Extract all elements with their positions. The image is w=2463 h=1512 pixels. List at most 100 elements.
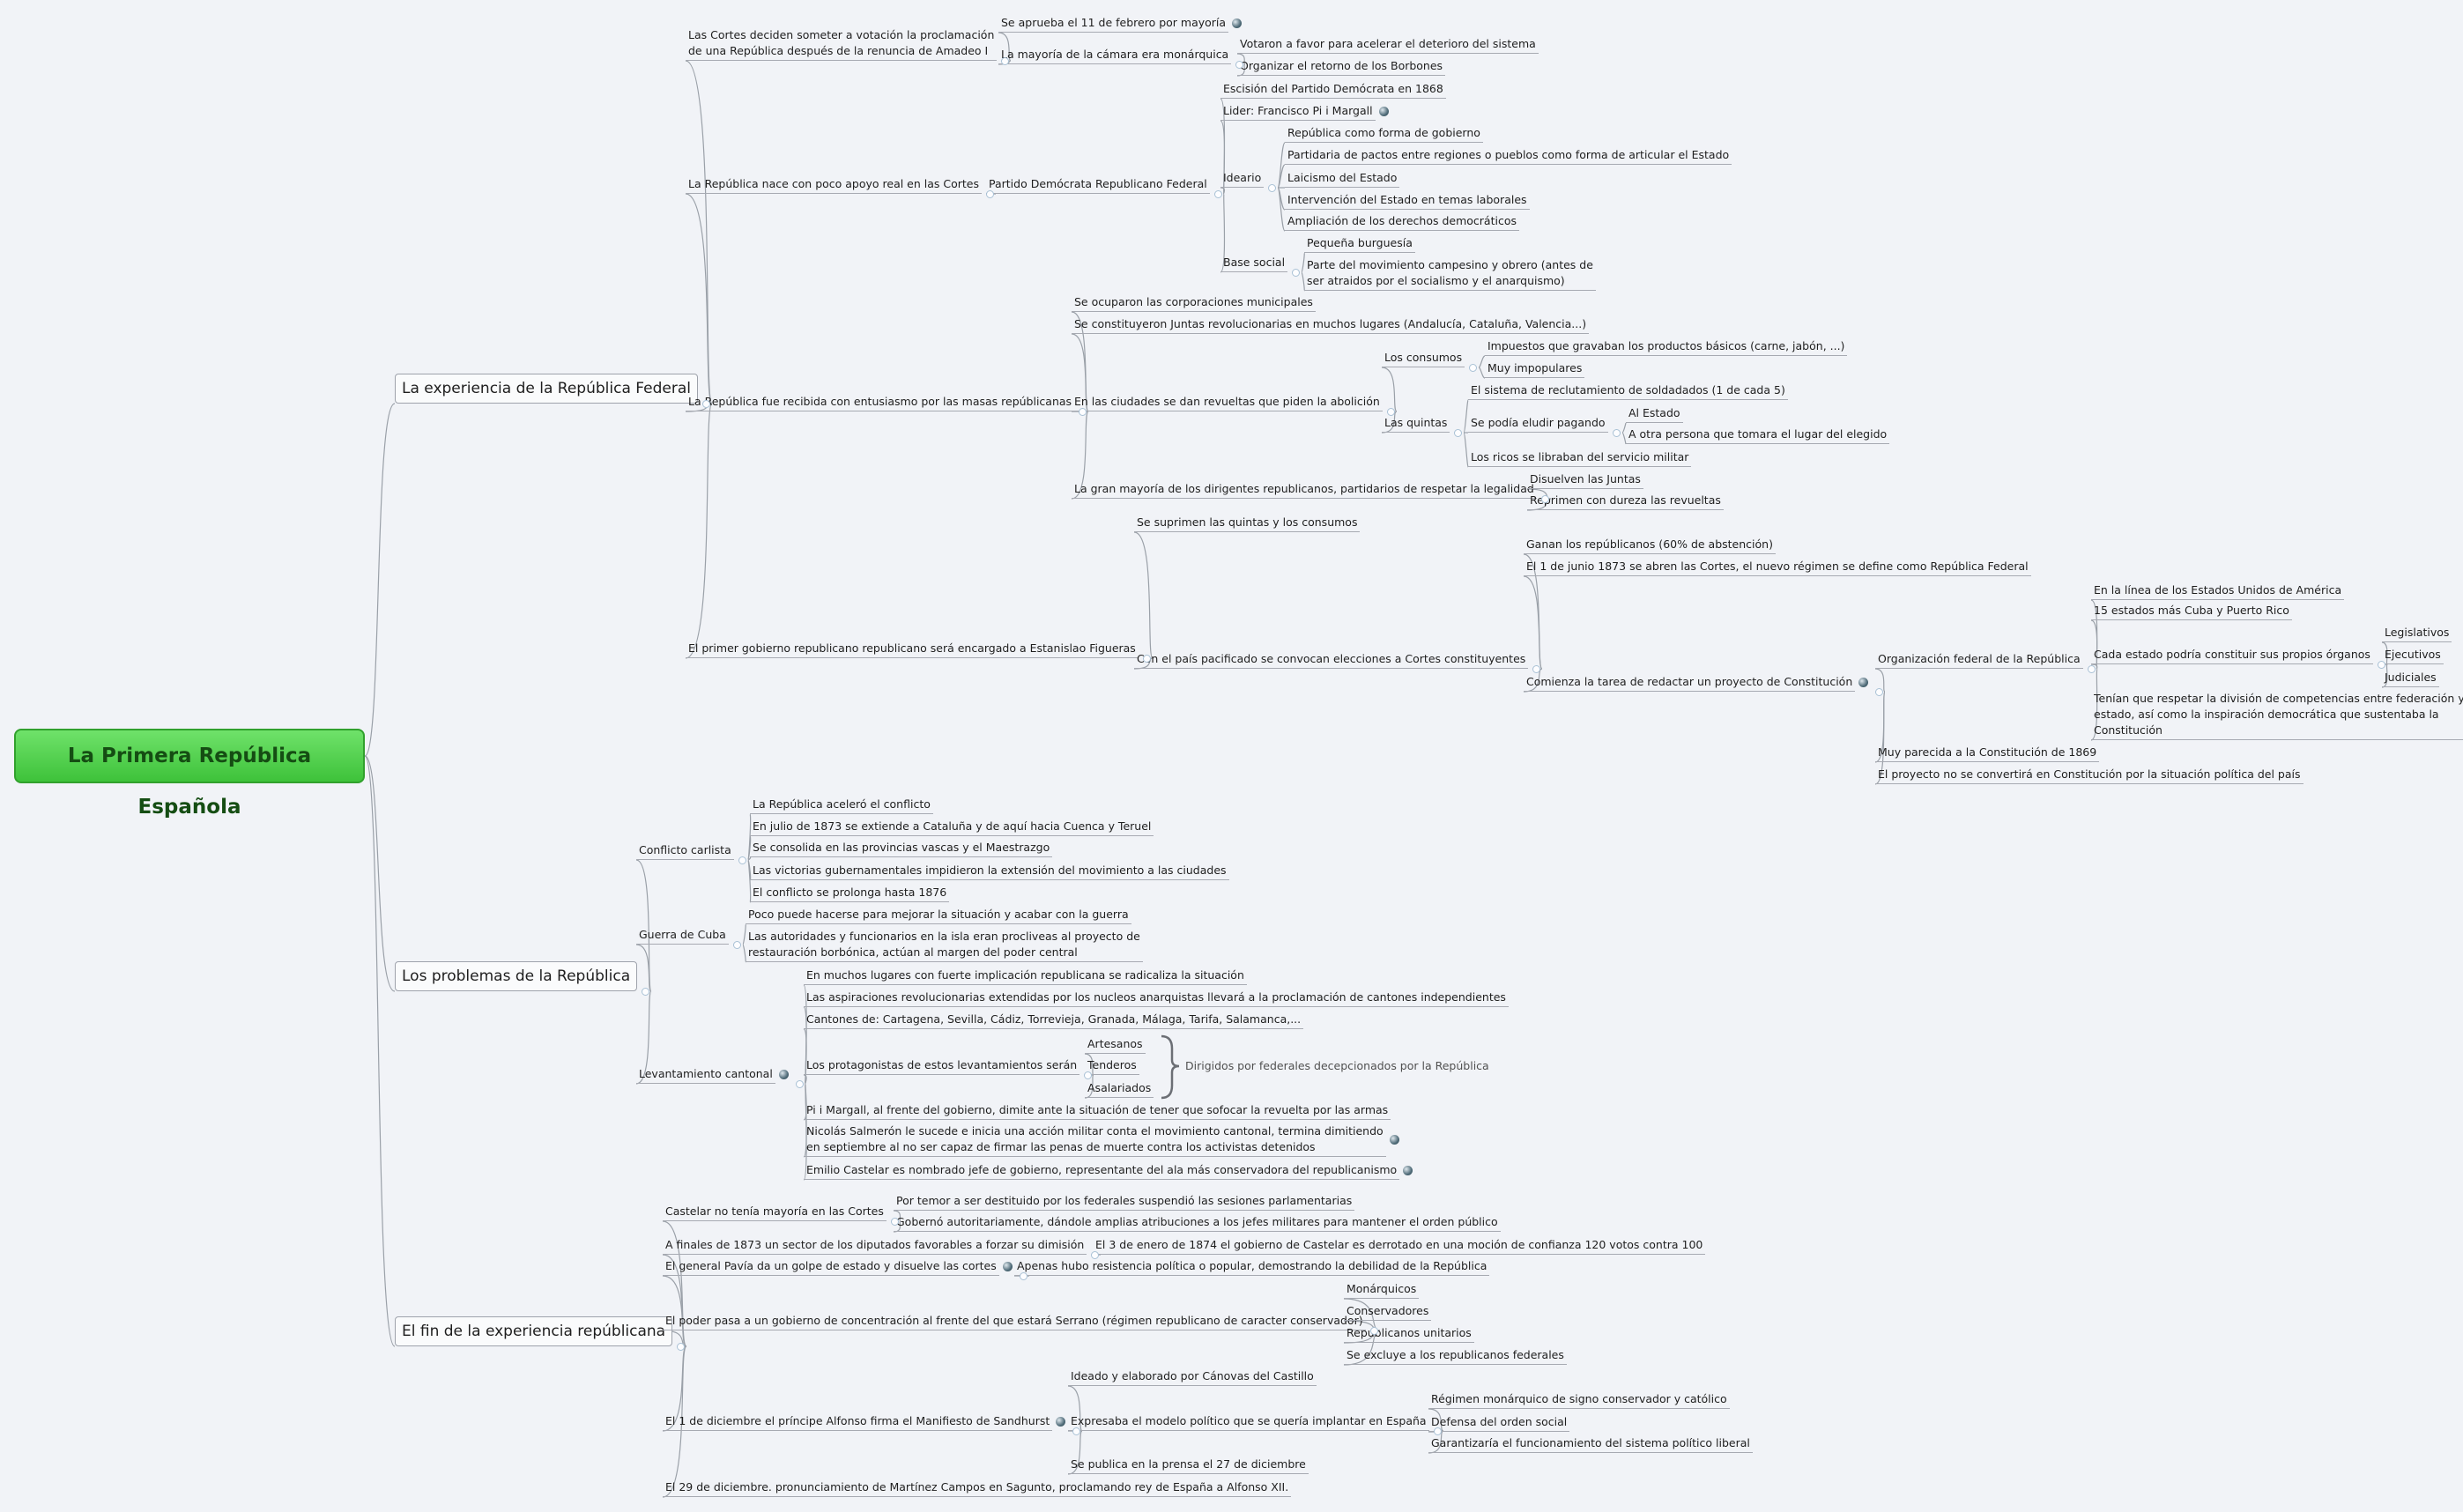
topic-a3a[interactable]: Se ocuparon las corporaciones municipale…: [1072, 294, 1316, 312]
topic-a2a3[interactable]: Ideario: [1220, 170, 1265, 188]
collapse-toggle[interactable]: [1091, 1251, 1099, 1259]
topic-c4d[interactable]: Se excluye a los republicanos federales: [1344, 1347, 1567, 1365]
topic-a4b3a3c[interactable]: Judiciales: [2382, 670, 2439, 687]
collapse-toggle[interactable]: [1370, 1327, 1378, 1335]
topic-a4b3a[interactable]: Organización federal de la República: [1875, 651, 2083, 669]
topic-a3c2b1[interactable]: Al Estado: [1626, 405, 1683, 423]
topic-c1[interactable]: Castelar no tenía mayoría en las Cortes: [663, 1204, 887, 1221]
globe-icon[interactable]: [1379, 107, 1389, 116]
topic-b1d[interactable]: Las victorias gubernamentales impidieron…: [750, 863, 1229, 880]
topic-r1[interactable]: La experiencia de la República Federal: [395, 374, 698, 404]
topic-b3d2[interactable]: Tenderos: [1085, 1057, 1139, 1075]
collapse-toggle[interactable]: [2088, 665, 2096, 673]
collapse-toggle[interactable]: [986, 190, 994, 198]
topic-c3a[interactable]: Apenas hubo resistencia política o popul…: [1014, 1258, 1490, 1276]
topic-a3c2[interactable]: Las quintas: [1382, 415, 1450, 433]
topic-a3c2b[interactable]: Se podía eludir pagando: [1468, 415, 1608, 433]
collapse-toggle[interactable]: [1434, 1427, 1442, 1435]
topic-b1[interactable]: Conflicto carlista: [636, 842, 734, 860]
topic-a4b3a3a[interactable]: Legislativos: [2382, 625, 2452, 642]
topic-b1c[interactable]: Se consolida en las provincias vascas y …: [750, 840, 1053, 857]
topic-c4b[interactable]: Conservadores: [1344, 1303, 1432, 1321]
globe-icon[interactable]: [779, 1070, 789, 1079]
topic-a2a3d[interactable]: Intervención del Estado en temas laboral…: [1285, 192, 1530, 210]
topic-b1b[interactable]: En julio de 1873 se extiende a Cataluña …: [750, 819, 1154, 836]
topic-b3b[interactable]: Las aspiraciones revolucionarias extendi…: [804, 989, 1509, 1007]
topic-a3c2a[interactable]: El sistema de reclutamiento de soldadado…: [1468, 382, 1788, 400]
collapse-toggle[interactable]: [642, 988, 649, 996]
topic-a3c1[interactable]: Los consumos: [1382, 350, 1465, 367]
topic-a2a3b[interactable]: Partidaria de pactos entre regiones o pu…: [1285, 147, 1732, 165]
topic-c1b[interactable]: Gobernó autoritariamente, dándole amplia…: [894, 1214, 1501, 1232]
topic-a3c[interactable]: En las ciudades se dan revueltas que pid…: [1072, 394, 1383, 411]
topic-a2a3a[interactable]: República como forma de gobierno: [1285, 125, 1483, 143]
topic-a4b[interactable]: Con el país pacificado se convocan elecc…: [1134, 651, 1529, 669]
collapse-toggle[interactable]: [1875, 688, 1883, 696]
collapse-toggle[interactable]: [1532, 665, 1540, 673]
topic-a4b1[interactable]: Ganan los repúblicanos (60% de abstenció…: [1524, 537, 1776, 554]
topic-c5b2[interactable]: Defensa del orden social: [1428, 1414, 1570, 1432]
topic-a4b3a4[interactable]: Tenían que respetar la división de compe…: [2091, 691, 2463, 740]
globe-icon[interactable]: [1056, 1417, 1065, 1427]
topic-a3c1a[interactable]: Impuestos que gravaban los productos bás…: [1485, 338, 1848, 356]
collapse-toggle[interactable]: [1541, 495, 1549, 503]
topic-c4a[interactable]: Monárquicos: [1344, 1281, 1420, 1299]
topic-a2a1[interactable]: Escisión del Partido Demócrata en 1868: [1220, 81, 1446, 99]
topic-a2a4[interactable]: Base social: [1220, 255, 1288, 272]
topic-r2[interactable]: Los problemas de la República: [395, 961, 638, 991]
topic-a4b3a3b[interactable]: Ejecutivos: [2382, 647, 2444, 664]
collapse-toggle[interactable]: [1469, 364, 1477, 372]
collapse-toggle[interactable]: [1020, 1272, 1027, 1280]
topic-b3f[interactable]: Nicolás Salmerón le sucede e inicia una …: [804, 1123, 1386, 1157]
collapse-toggle[interactable]: [1613, 429, 1621, 437]
globe-icon[interactable]: [1403, 1166, 1413, 1175]
topic-a2a4a[interactable]: Pequeña burguesía: [1304, 235, 1415, 253]
topic-c5b[interactable]: Expresaba el modelo político que se quer…: [1068, 1413, 1429, 1431]
topic-b2[interactable]: Guerra de Cuba: [636, 927, 729, 945]
collapse-toggle[interactable]: [702, 400, 710, 408]
topic-c6[interactable]: El 29 de diciembre. pronunciamiento de M…: [663, 1479, 1292, 1497]
globe-icon[interactable]: [1390, 1135, 1399, 1145]
topic-c2[interactable]: A finales de 1873 un sector de los diput…: [663, 1237, 1087, 1255]
topic-a4b3a1[interactable]: En la línea de los Estados Unidos de Amé…: [2091, 582, 2345, 600]
topic-a4b3a3[interactable]: Cada estado podría constituir sus propio…: [2091, 647, 2373, 664]
topic-b2a[interactable]: Poco puede hacerse para mejorar la situa…: [746, 907, 1131, 924]
topic-a1a[interactable]: Se aprueba el 11 de febrero por mayoría: [998, 15, 1229, 33]
globe-icon[interactable]: [1003, 1262, 1013, 1271]
collapse-toggle[interactable]: [1072, 1427, 1080, 1435]
collapse-toggle[interactable]: [1268, 184, 1276, 192]
topic-a2a2[interactable]: Lider: Francisco Pi i Margall: [1220, 103, 1376, 121]
topic-a4b3a2[interactable]: 15 estados más Cuba y Puerto Rico: [2091, 603, 2292, 620]
collapse-toggle[interactable]: [796, 1080, 804, 1088]
collapse-toggle[interactable]: [1079, 408, 1087, 416]
collapse-toggle[interactable]: [677, 1343, 685, 1351]
topic-a4b2[interactable]: El 1 de junio 1873 se abren las Cortes, …: [1524, 559, 2031, 576]
topic-b1a[interactable]: La República aceleró el conflicto: [750, 797, 933, 814]
topic-a4b3[interactable]: Comienza la tarea de redactar un proyect…: [1524, 674, 1856, 692]
topic-a1b1[interactable]: Votaron a favor para acelerar el deterio…: [1237, 36, 1539, 54]
collapse-toggle[interactable]: [1084, 1071, 1092, 1079]
topic-c1a[interactable]: Por temor a ser destituido por los feder…: [894, 1193, 1355, 1211]
topic-b3g[interactable]: Emilio Castelar es nombrado jefe de gobi…: [804, 1162, 1400, 1180]
topic-b3d1[interactable]: Artesanos: [1085, 1036, 1146, 1054]
topic-b3c[interactable]: Cantones de: Cartagena, Sevilla, Cádiz, …: [804, 1012, 1304, 1029]
collapse-toggle[interactable]: [1454, 429, 1462, 437]
collapse-toggle[interactable]: [1235, 61, 1243, 69]
topic-b1e[interactable]: El conflicto se prolonga hasta 1876: [750, 885, 950, 902]
collapse-toggle[interactable]: [738, 856, 746, 864]
topic-a3c1b[interactable]: Muy impopulares: [1485, 360, 1585, 378]
topic-a3[interactable]: La República fue recibida con entusiasmo…: [686, 394, 1075, 411]
topic-c5b1[interactable]: Régimen monárquico de signo conservador …: [1428, 1391, 1730, 1409]
topic-c3[interactable]: El general Pavía da un golpe de estado y…: [663, 1258, 999, 1276]
topic-c5[interactable]: El 1 de diciembre el príncipe Alfonso fi…: [663, 1413, 1053, 1431]
topic-b2b[interactable]: Las autoridades y funcionarios en la isl…: [746, 929, 1143, 962]
collapse-toggle[interactable]: [733, 941, 741, 949]
globe-icon[interactable]: [1858, 678, 1868, 687]
topic-b3a[interactable]: En muchos lugares con fuerte implicación…: [804, 967, 1247, 985]
topic-a3d2[interactable]: Reprimen con dureza las revueltas: [1527, 493, 1724, 510]
central-topic[interactable]: La Primera República Española: [14, 729, 365, 819]
collapse-toggle[interactable]: [1143, 655, 1151, 663]
collapse-toggle[interactable]: [2378, 661, 2385, 669]
collapse-toggle[interactable]: [1292, 269, 1300, 277]
topic-b3e[interactable]: Pi i Margall, al frente del gobierno, di…: [804, 1102, 1391, 1120]
